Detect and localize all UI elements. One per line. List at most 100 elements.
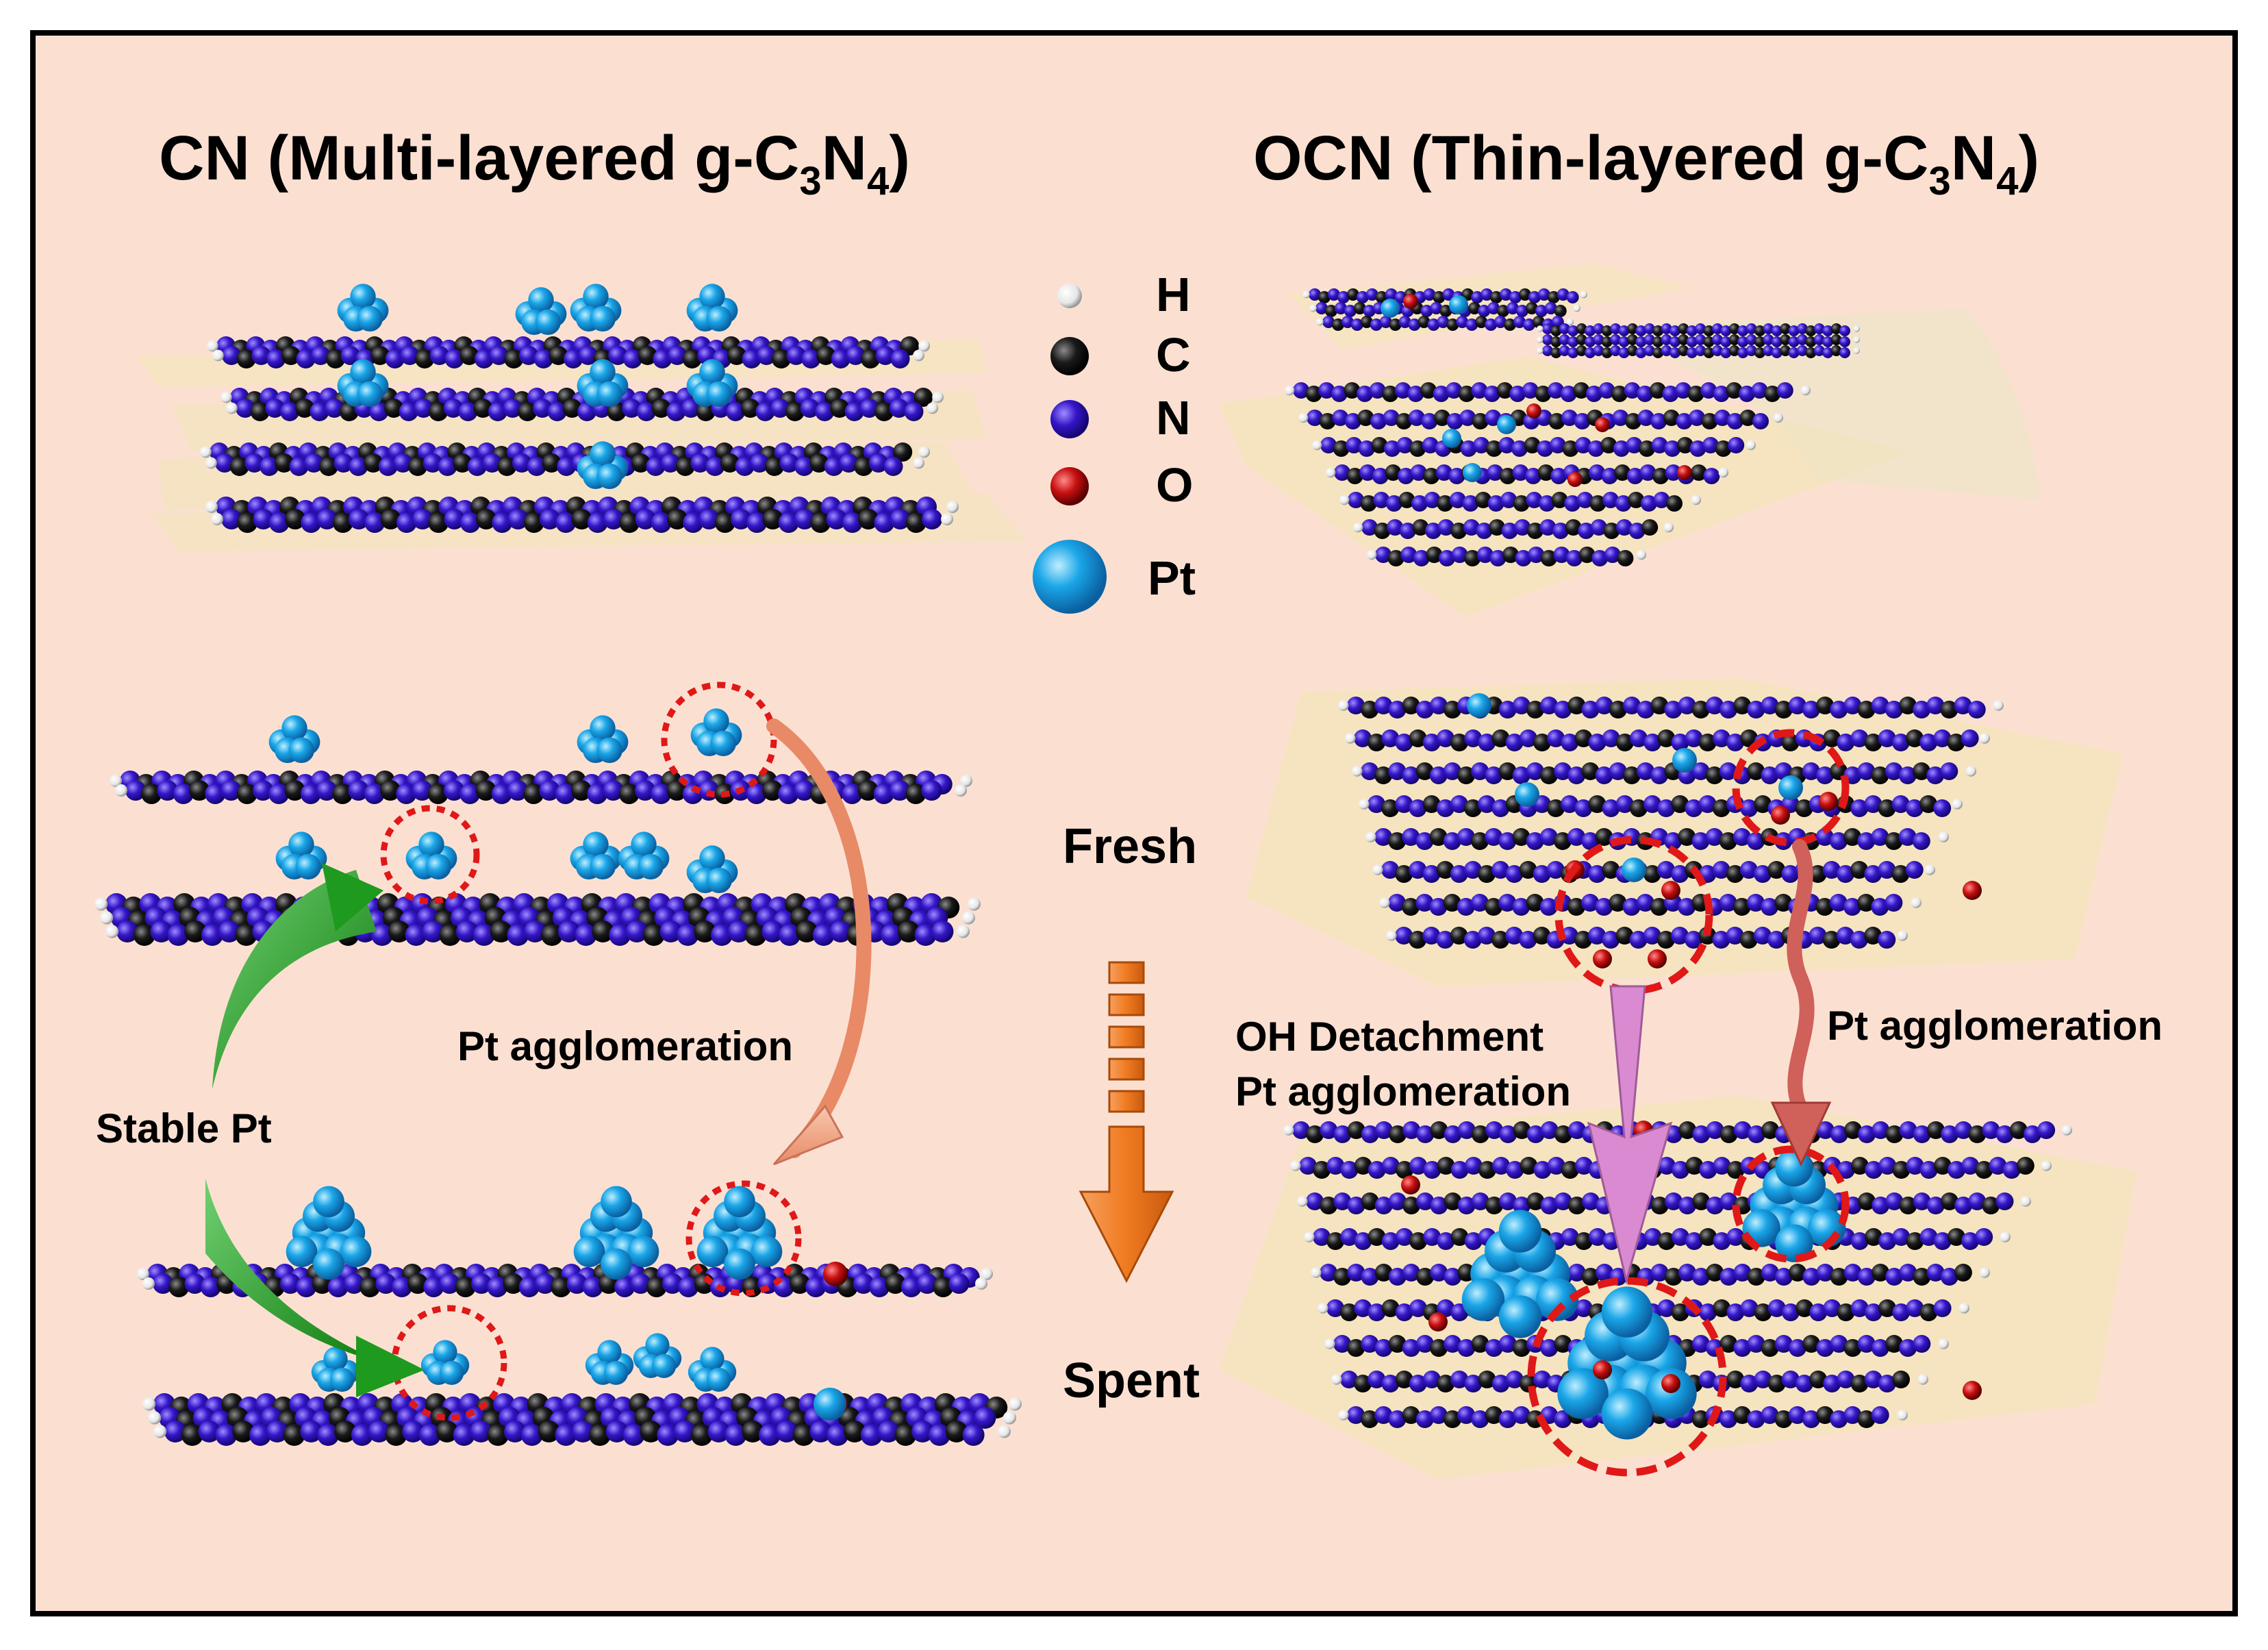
nitrogen-atom xyxy=(974,1407,996,1429)
carbon-atom xyxy=(235,924,257,946)
carbon-atom xyxy=(1547,291,1560,303)
nitrogen-atom xyxy=(1843,1406,1862,1424)
nitrogen-atom xyxy=(1906,1157,1924,1175)
ocn-fresh-highlight-large xyxy=(1554,836,1713,995)
nitrogen-atom xyxy=(1542,323,1553,334)
carbon-atom xyxy=(439,924,462,946)
nitrogen-atom xyxy=(779,453,799,473)
hydrogen-atom xyxy=(1897,1410,1908,1421)
nitrogen-atom xyxy=(724,1424,747,1446)
nitrogen-atom xyxy=(1698,795,1717,813)
nitrogen-atom xyxy=(1358,440,1375,457)
carbon-atom xyxy=(1574,931,1592,949)
pt-cluster-atom xyxy=(288,832,314,858)
nitrogen-atom xyxy=(1670,347,1680,358)
nitrogen-atom xyxy=(1771,347,1782,358)
nitrogen-atom xyxy=(1372,468,1389,484)
nitrogen-atom xyxy=(1574,413,1591,429)
nitrogen-atom xyxy=(266,349,286,368)
nitrogen-atom xyxy=(1664,1192,1683,1210)
carbon-atom xyxy=(1450,1228,1469,1246)
nitrogen-atom xyxy=(1746,345,1757,356)
carbon-atom xyxy=(1409,931,1427,949)
carbon-atom xyxy=(318,457,338,476)
nitrogen-atom xyxy=(1726,413,1743,429)
nitrogen-atom xyxy=(1436,931,1454,949)
carbon-atom xyxy=(1395,1371,1413,1388)
nitrogen-atom xyxy=(1567,1264,1586,1282)
nitrogen-atom xyxy=(1400,547,1418,563)
platinum-atom xyxy=(1778,775,1803,800)
carbon-atom xyxy=(1926,1121,1945,1139)
hydrogen-atom xyxy=(1580,290,1588,299)
carbon-atom xyxy=(762,780,783,801)
nitrogen-atom xyxy=(889,399,909,418)
carbon-atom xyxy=(1643,865,1661,883)
nitrogen-atom xyxy=(438,457,457,476)
nitrogen-atom xyxy=(1692,1125,1711,1143)
nitrogen-atom xyxy=(215,1424,238,1446)
nitrogen-atom xyxy=(1292,1121,1310,1139)
nitrogen-atom xyxy=(1898,766,1917,784)
carbon-atom xyxy=(618,784,640,804)
nitrogen-atom xyxy=(1809,927,1827,945)
carbon-atom xyxy=(1816,697,1835,714)
nitrogen-atom xyxy=(311,346,331,365)
nitrogen-atom xyxy=(310,402,329,421)
nitrogen-atom xyxy=(1560,927,1578,945)
pt-cluster-atom xyxy=(590,359,616,385)
nitrogen-atom xyxy=(1650,766,1669,784)
hydrogen-atom xyxy=(1691,495,1701,505)
nitrogen-atom xyxy=(1712,334,1723,345)
nitrogen-atom xyxy=(1643,345,1655,356)
pt-cluster-atom xyxy=(596,381,622,407)
pt-cluster-atom xyxy=(288,737,314,764)
carbon-atom xyxy=(281,346,301,365)
nitrogen-atom xyxy=(869,1277,890,1297)
nitrogen-atom xyxy=(1450,1371,1469,1388)
carbon-atom xyxy=(1906,729,1924,747)
pt-cluster-atom xyxy=(590,441,616,467)
carbon-atom xyxy=(1657,729,1676,747)
oxygen-atom xyxy=(1963,881,1982,900)
carbon-atom xyxy=(1502,547,1519,563)
carbon-atom xyxy=(1678,1121,1697,1139)
carbon-atom xyxy=(1728,345,1740,356)
nitrogen-atom xyxy=(1506,1161,1524,1179)
nitrogen-atom xyxy=(603,509,624,529)
nitrogen-atom xyxy=(1685,799,1703,817)
carbon-atom xyxy=(1687,386,1704,402)
carbon-atom xyxy=(571,509,592,529)
nitrogen-atom xyxy=(1498,832,1517,850)
nitrogen-atom xyxy=(1665,464,1682,481)
nitrogen-atom xyxy=(173,784,194,804)
nitrogen-atom xyxy=(1501,523,1518,539)
nitrogen-atom xyxy=(1457,828,1475,846)
carbon-atom xyxy=(339,402,359,421)
carbon-atom xyxy=(476,509,496,529)
nitrogen-atom xyxy=(1829,832,1848,850)
carbon-atom xyxy=(1601,347,1613,358)
nitrogen-atom xyxy=(265,399,285,418)
nitrogen-atom xyxy=(674,1421,696,1442)
nitrogen-atom xyxy=(533,349,553,368)
carbon-atom xyxy=(589,1424,611,1446)
nitrogen-atom xyxy=(1788,336,1800,347)
nitrogen-atom xyxy=(1829,894,1848,912)
carbon-atom xyxy=(1368,1228,1386,1246)
carbon-atom xyxy=(181,1424,203,1446)
nitrogen-atom xyxy=(349,457,368,476)
nitrogen-atom xyxy=(1675,382,1691,399)
carbon-atom xyxy=(1857,1410,1876,1428)
carbon-atom xyxy=(1471,1125,1489,1143)
nitrogen-atom xyxy=(1549,437,1566,453)
nitrogen-atom xyxy=(1463,861,1482,879)
nitrogen-atom xyxy=(877,1421,900,1442)
carbon-atom xyxy=(764,457,784,476)
nitrogen-atom xyxy=(603,780,624,801)
hydrogen-atom xyxy=(137,1268,149,1280)
carbon-atom xyxy=(1354,1157,1372,1175)
hydrogen-atom xyxy=(220,391,232,403)
carbon-atom xyxy=(1830,323,1842,334)
nitrogen-atom xyxy=(1576,492,1593,508)
